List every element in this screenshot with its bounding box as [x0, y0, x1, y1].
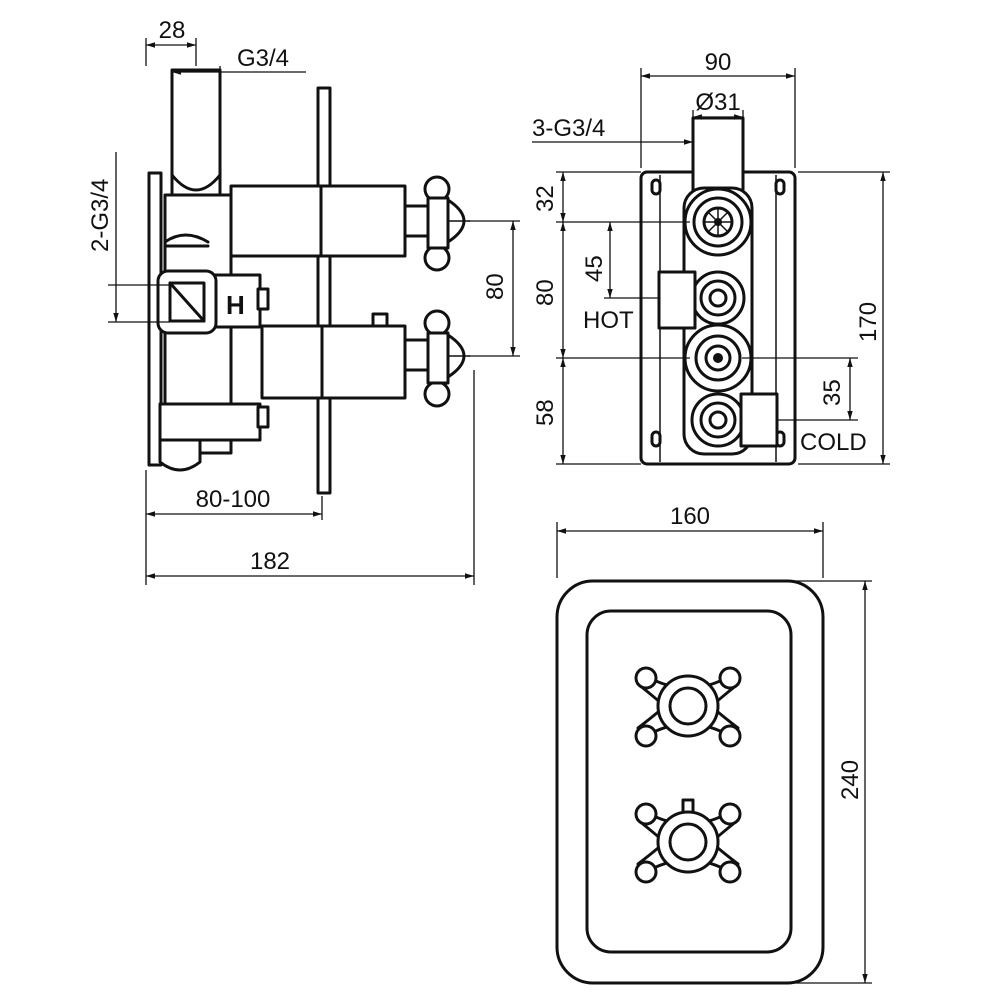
dim-label-45: 45 — [581, 255, 608, 282]
dim-side-wall-depth: 80-100 — [145, 470, 323, 585]
rear-port-cold — [690, 392, 746, 448]
dim-rear-width: 90 — [640, 49, 796, 168]
side-upper-housing — [229, 184, 323, 258]
side-bottom-outlet — [158, 438, 202, 472]
rear-view: 90 Ø31 3-G3/4 32 80 58 — [532, 49, 890, 466]
side-view: H 28 — [87, 17, 520, 585]
dim-label-dia31: Ø31 — [695, 89, 740, 116]
side-inlet-nut-lower — [256, 405, 270, 429]
dim-side-inlet-thread: 2-G3/4 — [87, 152, 170, 323]
side-lower-pin — [371, 312, 389, 328]
rear-port-outlet-mid — [683, 323, 753, 393]
rear-hot-inlet-block — [657, 270, 697, 330]
front-plate-inner — [585, 609, 793, 954]
side-inlet-nut-upper — [256, 287, 270, 311]
side-upper-handle — [403, 175, 470, 272]
front-upper-handle — [634, 666, 742, 748]
dim-label-90: 90 — [705, 49, 732, 76]
front-lower-handle — [634, 798, 742, 884]
label-hot: HOT — [583, 307, 634, 334]
dim-side-centres: 80 — [468, 220, 520, 357]
side-cold-inlet-block — [158, 402, 262, 442]
rear-slot-bl — [650, 430, 662, 448]
dim-label-80-100: 80-100 — [196, 486, 271, 513]
dim-label-160: 160 — [670, 503, 710, 530]
side-marker-h: H — [226, 290, 245, 320]
dim-label-170: 170 — [855, 302, 882, 342]
rear-cold-inlet-block — [739, 392, 779, 448]
rear-top-outlet — [691, 116, 745, 192]
dim-label-240: 240 — [837, 760, 864, 800]
dim-label-2g34: 2-G3/4 — [87, 179, 114, 252]
dim-label-3g34: 3-G3/4 — [532, 115, 605, 142]
dim-label-28: 28 — [159, 17, 186, 44]
rear-port-hot — [690, 270, 746, 326]
dim-front-width: 160 — [556, 503, 824, 578]
side-lower-handle — [403, 309, 470, 408]
label-cold: COLD — [800, 429, 867, 456]
dim-rear-height: 170 — [798, 171, 890, 465]
front-plate-outer — [555, 579, 825, 985]
dim-label-g34: G3/4 — [237, 45, 289, 72]
dim-rear-cold-offset: 35 — [742, 357, 858, 421]
rear-slot-tr — [774, 178, 786, 196]
front-view: 160 240 — [555, 503, 872, 985]
dim-label-80-side: 80 — [482, 273, 509, 300]
side-lower-housing — [260, 324, 324, 400]
rear-port-outlet-top — [683, 187, 753, 257]
side-outlet-pipe — [170, 68, 222, 197]
side-lower-shroud — [320, 324, 407, 400]
rear-slot-tl — [650, 178, 662, 196]
dim-rear-diameter: Ø31 — [692, 89, 744, 120]
side-upper-shroud — [319, 184, 407, 258]
dim-side-top-width: 28 — [145, 17, 197, 66]
side-wall-plate — [316, 86, 332, 495]
dim-side-total-depth: 182 — [146, 370, 475, 585]
dim-label-182: 182 — [250, 548, 290, 575]
dim-label-32: 32 — [532, 185, 559, 212]
side-hot-port-inner — [168, 281, 206, 323]
dim-rear-outlets: 3-G3/4 — [532, 115, 693, 145]
dim-label-80-rear: 80 — [532, 279, 559, 306]
dim-front-height: 240 — [790, 580, 872, 984]
dim-label-35: 35 — [819, 379, 846, 406]
dim-rear-inlet-spacing: 45 — [581, 222, 660, 299]
side-elbow-upper — [163, 233, 210, 244]
dim-label-58: 58 — [532, 399, 559, 426]
side-outlet-elbow — [170, 173, 222, 192]
dim-side-outlet-thread: G3/4 — [172, 45, 306, 78]
dim-rear-left-chain: 32 80 58 — [532, 171, 690, 465]
